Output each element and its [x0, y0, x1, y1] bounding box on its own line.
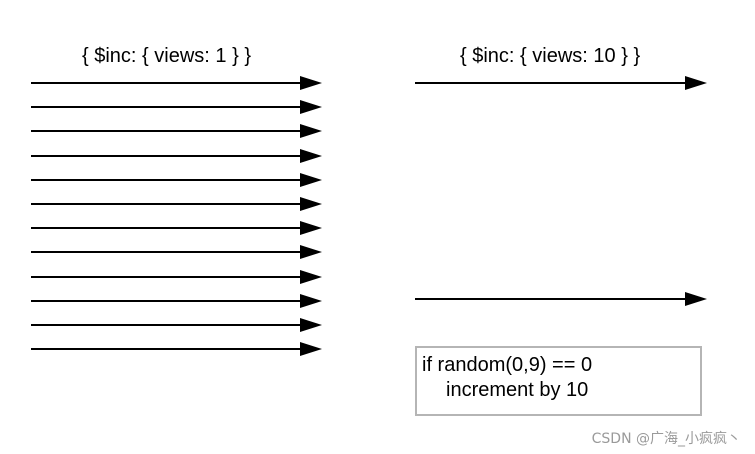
- left-arrow-6: [31, 197, 322, 211]
- left-arrow-11-head: [300, 318, 322, 332]
- left-arrow-11: [31, 318, 322, 332]
- left-arrow-8-head: [300, 245, 322, 259]
- left-arrow-7-head: [300, 221, 322, 235]
- left-arrow-1-head: [300, 76, 322, 90]
- left-arrow-2-head: [300, 100, 322, 114]
- right-arrow-1: [415, 76, 707, 90]
- left-arrow-12-head: [300, 342, 322, 356]
- left-arrow-5: [31, 173, 322, 187]
- right-update-label: { $inc: { views: 10 } }: [460, 45, 641, 67]
- left-arrow-4-head: [300, 149, 322, 163]
- left-arrow-2: [31, 100, 322, 114]
- left-arrow-7: [31, 221, 322, 235]
- left-arrow-12: [31, 342, 322, 356]
- left-arrow-10-head: [300, 294, 322, 308]
- right-arrow-2-head: [685, 292, 707, 306]
- left-arrow-8: [31, 245, 322, 259]
- probability-note-box: if random(0,9) == 0 increment by 10: [415, 346, 702, 416]
- left-arrow-1: [31, 76, 322, 90]
- left-arrow-6-head: [300, 197, 322, 211]
- left-arrow-9: [31, 270, 322, 284]
- note-line-action: increment by 10: [446, 379, 589, 401]
- left-arrow-9-head: [300, 270, 322, 284]
- left-arrow-3: [31, 124, 322, 138]
- left-arrow-4: [31, 149, 322, 163]
- right-arrow-2: [415, 292, 707, 306]
- left-arrow-3-head: [300, 124, 322, 138]
- note-line-condition: if random(0,9) == 0: [422, 354, 593, 376]
- right-arrow-1-head: [685, 76, 707, 90]
- left-arrow-5-head: [300, 173, 322, 187]
- left-update-label: { $inc: { views: 1 } }: [82, 45, 251, 67]
- left-arrow-10: [31, 294, 322, 308]
- watermark: CSDN @广海_小疯疯丶: [591, 431, 741, 447]
